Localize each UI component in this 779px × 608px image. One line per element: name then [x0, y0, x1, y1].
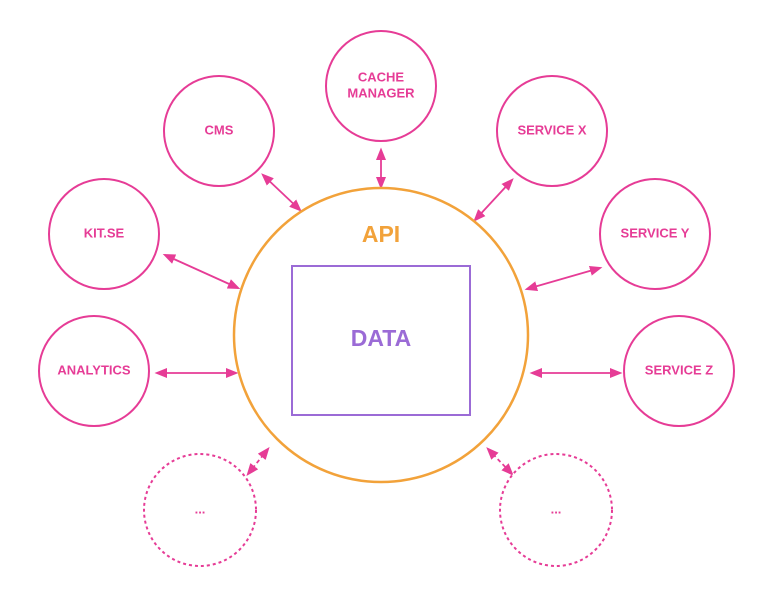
node-label-cache-manager: MANAGER: [347, 85, 415, 100]
node-circle-service-z: [623, 315, 735, 427]
node-label-cms: CMS: [205, 122, 234, 137]
node-kit-se: KIT.SE: [48, 178, 160, 290]
node-analytics: ANALYTICS: [38, 315, 150, 427]
node-label-cache-manager: CACHE: [358, 69, 405, 84]
node-label-analytics: ANALYTICS: [57, 362, 131, 377]
connector-more-left: [246, 447, 270, 476]
node-service-x: SERVICE X: [496, 75, 608, 187]
connector-service-x: [473, 178, 514, 222]
node-circle-more-left: [143, 453, 257, 567]
node-label-kit-se: KIT.SE: [84, 225, 125, 240]
node-circle-service-x: [496, 75, 608, 187]
connector-cms: [261, 173, 302, 212]
node-cms: CMS: [163, 75, 275, 187]
connector-kit-se: [162, 253, 241, 290]
connector-more-right: [486, 447, 514, 476]
node-service-y: SERVICE Y: [599, 178, 711, 290]
api-label: API: [362, 221, 400, 247]
node-label-more-right: ...: [551, 501, 562, 516]
api-hub: API DATA: [232, 186, 530, 484]
node-circle-kit-se: [48, 178, 160, 290]
data-store-label: DATA: [351, 325, 411, 351]
node-circle-cms: [163, 75, 275, 187]
node-circle-analytics: [38, 315, 150, 427]
node-label-more-left: ...: [195, 501, 206, 516]
node-service-z: SERVICE Z: [623, 315, 735, 427]
connector-service-y: [524, 265, 603, 292]
connectors: [154, 147, 623, 476]
data-store-box: [291, 265, 471, 416]
node-circle-more-right: [499, 453, 613, 567]
node-circle-cache-manager: [325, 30, 437, 142]
node-label-service-x: SERVICE X: [517, 122, 586, 137]
node-label-service-y: SERVICE Y: [621, 225, 690, 240]
node-more-left: ...: [143, 453, 257, 567]
node-label-service-z: SERVICE Z: [645, 362, 713, 377]
node-circle-service-y: [599, 178, 711, 290]
node-more-right: ...: [499, 453, 613, 567]
